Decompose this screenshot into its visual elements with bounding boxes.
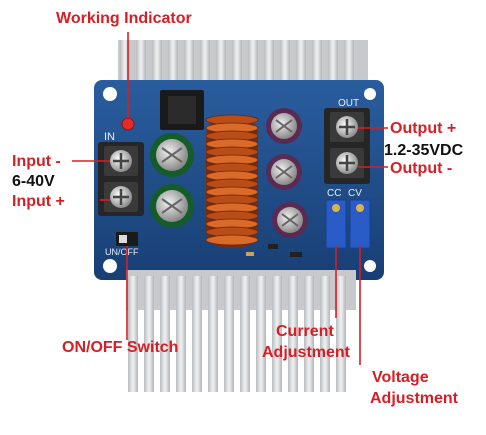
working-indicator-led: [121, 117, 135, 131]
heatsink-fin: [264, 40, 274, 84]
heatsink-fin: [200, 40, 210, 84]
output-plus-label: Output +: [390, 120, 457, 137]
pcb-onoff-text: UN/OFF: [105, 247, 139, 257]
heatsink-fin: [184, 40, 194, 84]
on-off-switch: [116, 232, 138, 246]
heatsink-fin: [336, 276, 346, 392]
heatsink-fin: [328, 40, 338, 84]
pcb-cv-text: CV: [348, 188, 362, 199]
working-indicator-label: Working Indicator: [56, 10, 192, 27]
heatsink-fin: [272, 276, 282, 392]
current-adjust-potentiometer: [325, 199, 347, 249]
input-voltage-range: 6-40V: [12, 173, 55, 190]
heatsink-fin: [248, 40, 258, 84]
heatsink-fin: [152, 40, 162, 84]
heatsink-fin: [296, 40, 306, 84]
pcb-cc-text: CC: [327, 188, 341, 199]
voltage-adjust-potentiometer: [349, 199, 371, 249]
input-capacitor-2: [150, 184, 194, 228]
input-plus-label: Input +: [12, 193, 65, 210]
output-terminal-block: [324, 108, 370, 184]
regulator-ic: [160, 90, 204, 130]
heatsink-fin: [120, 40, 130, 84]
heatsink-fin: [168, 40, 178, 84]
coil-turn: [205, 234, 259, 246]
heatsink-fin: [344, 40, 354, 84]
heatsink-fin: [320, 276, 330, 392]
heatsink-fin: [144, 276, 154, 392]
pcb-out-text: OUT: [338, 98, 359, 109]
heatsink-fin: [136, 40, 146, 84]
heatsink-fin: [280, 40, 290, 84]
bottom-heatsink: [126, 270, 356, 392]
output-minus-label: Output -: [390, 160, 453, 177]
output-capacitor-3: [272, 202, 308, 238]
heatsink-fin: [224, 276, 234, 392]
heatsink-fin: [208, 276, 218, 392]
input-terminal-block: [98, 142, 144, 216]
current-adjustment-label-line2: Adjustment: [262, 344, 350, 361]
pcb-in-text: IN: [104, 131, 115, 143]
heatsink-fin: [240, 276, 250, 392]
output-capacitor-2: [266, 154, 302, 190]
on-off-switch-label: ON/OFF Switch: [62, 339, 179, 356]
heatsink-fin: [128, 276, 138, 392]
heatsink-fin: [192, 276, 202, 392]
input-minus-label: Input -: [12, 153, 61, 170]
heatsink-fin: [160, 276, 170, 392]
heatsink-fin: [176, 276, 186, 392]
leader-lines: [72, 32, 388, 365]
output-voltage-range: 1.2-35VDC: [384, 142, 464, 159]
inductor-coil: [205, 114, 259, 248]
current-adjustment-label-line1: Current: [276, 323, 334, 340]
heatsink-fin: [216, 40, 226, 84]
voltage-adjustment-label-line2: Adjustment: [370, 390, 458, 407]
heatsink-fin: [288, 276, 298, 392]
voltage-adjustment-label-line1: Voltage: [372, 369, 429, 386]
heatsink-fin: [256, 276, 266, 392]
input-capacitor-1: [150, 133, 194, 177]
output-capacitor-1: [266, 108, 302, 144]
heatsink-fin: [312, 40, 322, 84]
heatsink-fin: [232, 40, 242, 84]
heatsink-fin: [304, 276, 314, 392]
